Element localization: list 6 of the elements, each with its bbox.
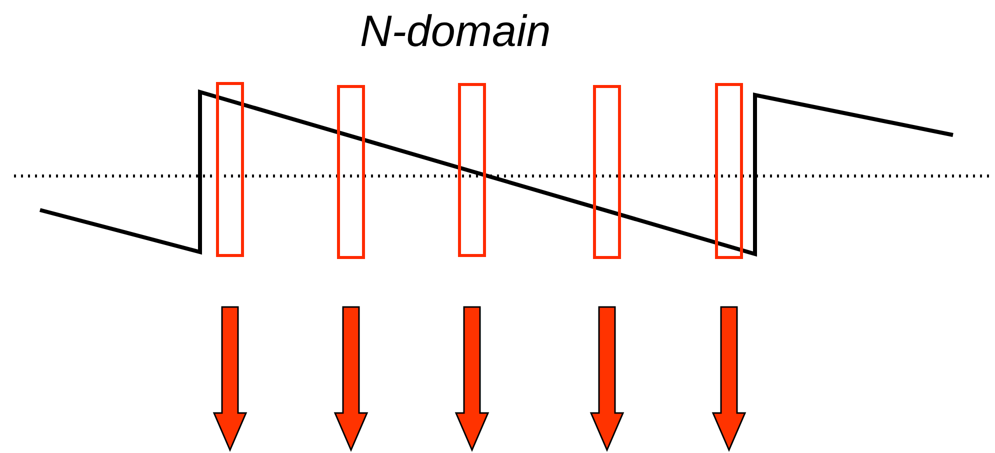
highlight-box bbox=[593, 85, 621, 259]
highlight-box bbox=[458, 83, 486, 257]
diagram-title: N-domain bbox=[360, 6, 551, 58]
highlight-box bbox=[337, 85, 365, 259]
highlight-box bbox=[715, 83, 743, 259]
highlight-box bbox=[216, 82, 244, 257]
